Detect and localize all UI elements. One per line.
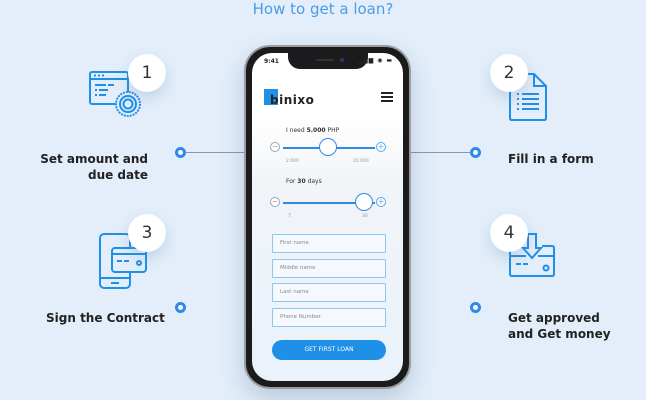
step-label: Get approved and Get money bbox=[508, 311, 611, 341]
step-label: Set amount and due date bbox=[40, 152, 148, 182]
browser-settings-icon bbox=[88, 70, 154, 120]
days-max: 30 bbox=[362, 214, 368, 219]
amount-value: 5.000 bbox=[306, 127, 326, 134]
days-minus-button[interactable]: − bbox=[270, 197, 280, 207]
phone-card-icon bbox=[98, 232, 150, 290]
amount-plus-button[interactable]: + bbox=[376, 142, 386, 152]
days-slider-thumb[interactable] bbox=[355, 193, 373, 211]
step-badge: 3 bbox=[128, 214, 166, 252]
amount-label: I need 5.000 PHP bbox=[286, 127, 339, 134]
status-time: 9:41 bbox=[264, 58, 279, 65]
last-name-input[interactable]: Last name bbox=[272, 283, 386, 302]
step-dot bbox=[175, 302, 186, 313]
step-badge: 2 bbox=[490, 54, 528, 92]
connector-line bbox=[185, 152, 245, 153]
days-prefix: For bbox=[286, 178, 298, 185]
status-icons: ▂▄▆ ◉ ▬ bbox=[357, 57, 393, 64]
page-title: How to get a loan? bbox=[252, 0, 394, 18]
connector-line bbox=[411, 152, 471, 153]
step-label: Sign the Contract bbox=[46, 311, 165, 325]
step-dot bbox=[175, 147, 186, 158]
app-header: binixo bbox=[252, 75, 403, 115]
amount-min: 2.000 bbox=[286, 159, 299, 164]
days-slider-track[interactable] bbox=[283, 202, 375, 204]
camera-icon bbox=[339, 58, 344, 62]
days-value: 30 bbox=[297, 178, 306, 185]
days-unit: days bbox=[305, 178, 322, 185]
days-min: 7 bbox=[288, 214, 291, 219]
document-icon bbox=[508, 72, 548, 122]
middle-name-input[interactable]: Middle name bbox=[272, 259, 386, 278]
app-logo[interactable]: binixo bbox=[264, 89, 314, 107]
phone-screen: 9:41 ▂▄▆ ◉ ▬ binixo I need 5.000 PHP − +… bbox=[252, 53, 403, 381]
phone-notch bbox=[287, 53, 368, 69]
step-dot bbox=[470, 302, 481, 313]
amount-max: 20.000 bbox=[353, 159, 369, 164]
amount-unit: PHP bbox=[325, 127, 340, 134]
step-badge: 4 bbox=[490, 214, 528, 252]
step-label: Fill in a form bbox=[508, 152, 594, 166]
logo-text: binixo bbox=[270, 93, 315, 107]
first-name-input[interactable]: First name bbox=[272, 234, 386, 253]
phone-number-input[interactable]: Phone Number bbox=[272, 308, 386, 327]
phone-mockup: 9:41 ▂▄▆ ◉ ▬ binixo I need 5.000 PHP − +… bbox=[244, 45, 411, 389]
speaker-icon bbox=[315, 59, 334, 61]
amount-prefix: I need bbox=[286, 127, 307, 134]
amount-slider-thumb[interactable] bbox=[319, 138, 337, 156]
hamburger-icon[interactable] bbox=[381, 92, 393, 102]
amount-minus-button[interactable]: − bbox=[270, 142, 280, 152]
days-label: For 30 days bbox=[286, 178, 322, 185]
logo-mark bbox=[264, 89, 278, 105]
step-dot bbox=[470, 147, 481, 158]
step-badge: 1 bbox=[128, 54, 166, 92]
days-plus-button[interactable]: + bbox=[376, 197, 386, 207]
get-first-loan-button[interactable]: GET FIRST LOAN bbox=[272, 340, 386, 360]
